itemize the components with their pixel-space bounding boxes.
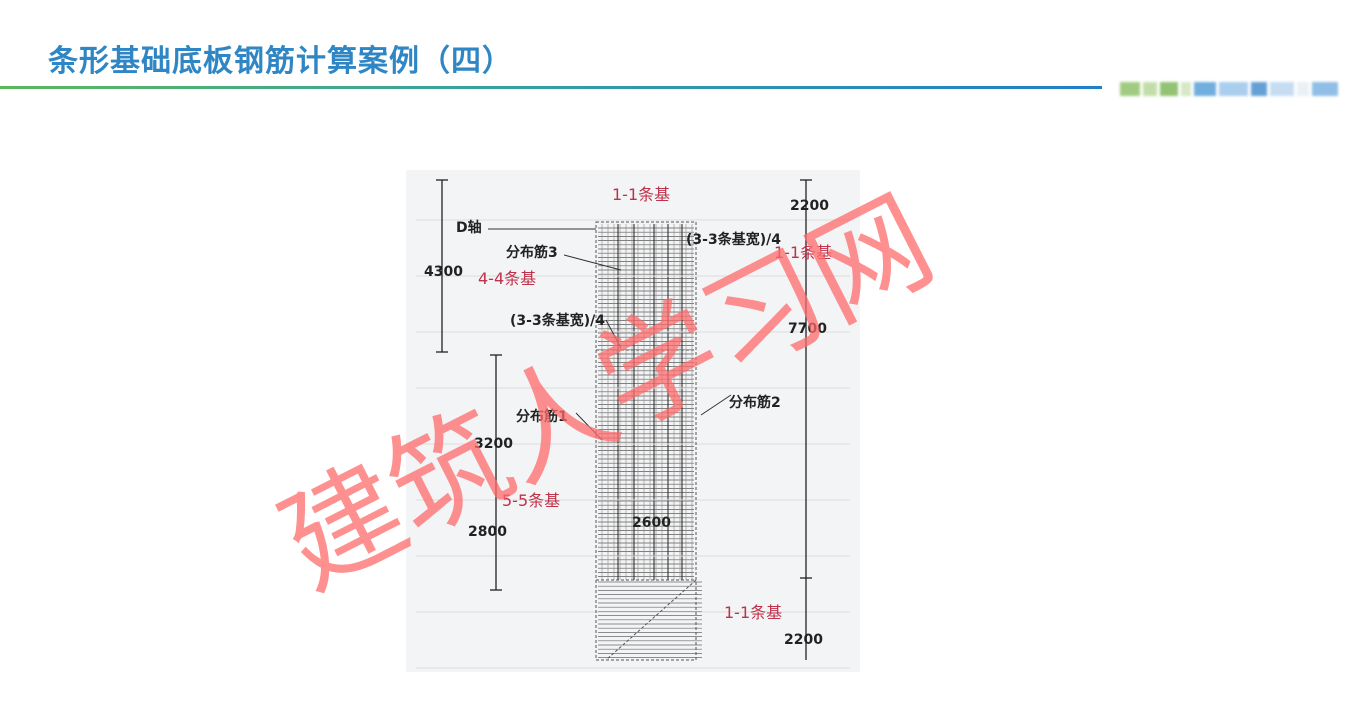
brand-logo-strip	[1120, 82, 1338, 96]
leader-lines	[488, 228, 732, 441]
rebar-diagram: D轴 分布筋3 (3-3条基宽)/4 (3-3条基宽)/4 分布筋1 分布筋2 …	[406, 170, 860, 672]
dim-7700: 7700	[788, 321, 827, 337]
width-quarter-mid-label: (3-3条基宽)/4	[510, 312, 605, 329]
rebar-diagram-svg: D轴 分布筋3 (3-3条基宽)/4 (3-3条基宽)/4 分布筋1 分布筋2 …	[416, 179, 850, 669]
dim-2800: 2800	[468, 524, 507, 540]
strip-1-1-right-label: 1-1条基	[774, 243, 832, 262]
rebar-lines	[416, 219, 850, 669]
dist-bar-2-label: 分布筋2	[729, 394, 781, 411]
strip-1-1-top-label: 1-1条基	[612, 185, 670, 204]
slide-title: 条形基础底板钢筋计算案例（四）	[48, 44, 513, 79]
dim-4300: 4300	[424, 264, 463, 280]
dim-3200: 3200	[474, 436, 513, 452]
dist-bar-3-label: 分布筋3	[506, 244, 558, 261]
dist-bar-1-label: 分布筋1	[516, 408, 568, 425]
dimension-lines	[436, 179, 812, 660]
dim-2200-bottom: 2200	[784, 632, 823, 648]
dim-2600: 2600	[632, 515, 671, 531]
d-axis-label: D轴	[456, 219, 482, 236]
strip-outlines	[595, 221, 697, 661]
title-divider	[0, 86, 1102, 89]
strip-1-1-bottom-label: 1-1条基	[724, 603, 782, 622]
width-quarter-top-label: (3-3条基宽)/4	[686, 231, 781, 248]
strip-5-5-label: 5-5条基	[502, 491, 560, 510]
strip-4-4-label: 4-4条基	[478, 269, 536, 288]
dim-2200-top: 2200	[790, 198, 829, 214]
